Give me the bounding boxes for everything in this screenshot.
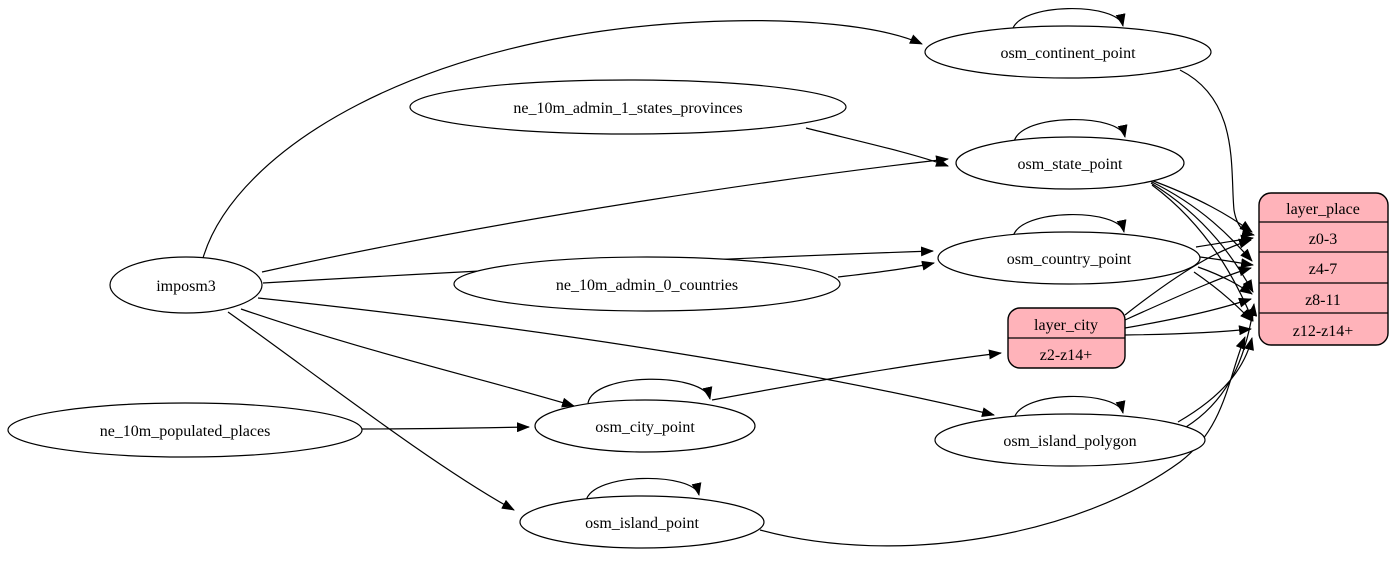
edge-imposm3-osm_city_point: [240, 308, 575, 408]
edge-ne_10m_admin_1_states_provinces-osm_state_point: [805, 127, 949, 167]
edge-osm_country_point-layer_place-z8-11: [1197, 266, 1253, 295]
node-osm_state_point: osm_state_point: [955, 136, 1185, 190]
edge-imposm3-osm_continent_point: [202, 20, 923, 259]
edge-osm_country_point-layer_place-z4-7: [1199, 256, 1254, 269]
node-layer_city: layer_city z2-z14+: [1007, 307, 1126, 369]
node-osm_island_polygon: osm_island_polygon: [934, 413, 1206, 467]
ne_10m_admin_0_countries-label: ne_10m_admin_0_countries: [556, 277, 738, 294]
loop-osm_country_point: [1012, 213, 1127, 238]
edge-imposm3-osm_state_point: [261, 155, 949, 273]
osm_continent_point-label: osm_continent_point: [1000, 45, 1136, 62]
node-osm_city_point: osm_city_point: [534, 399, 756, 453]
edge-layer_city-layer_place-z12-z14: [1124, 325, 1252, 336]
node-ne_10m_admin_0_countries: ne_10m_admin_0_countries: [453, 256, 841, 312]
node-ne_10m_populated_places: ne_10m_populated_places: [7, 402, 363, 458]
edge-ne_10m_admin_0_countries-osm_country_point: [837, 260, 935, 278]
osm_island_point-shape: [519, 495, 765, 549]
loop-osm_city_point: [587, 378, 713, 404]
edge-osm_state_point-layer_place-z0-3: [1147, 178, 1253, 233]
osm_continent_point-shape: [924, 25, 1212, 79]
edge-osm_island_polygon-layer_place-z12-z14: [1177, 337, 1254, 423]
node-ne_10m_admin_1_states_provinces: ne_10m_admin_1_states_provinces: [409, 79, 847, 135]
ne_10m_admin_1_states_provinces-label: ne_10m_admin_1_states_provinces: [513, 100, 742, 117]
layer_place-row-z8-11: z8-11: [1305, 292, 1341, 309]
loop-osm_continent_point: [1011, 7, 1126, 32]
edge-osm_state_point-layer_place-z4-7: [1149, 180, 1253, 262]
ne_10m_populated_places-label: ne_10m_populated_places: [100, 423, 271, 440]
osm_city_point-shape: [534, 399, 756, 453]
layer_city-title: layer_city: [1034, 317, 1098, 334]
edge-imposm3-osm_island_point: [227, 311, 515, 511]
osm_island_point-label: osm_island_point: [585, 515, 699, 532]
osm_city_point-label: osm_city_point: [595, 419, 695, 436]
edge-layer_city-layer_place-z4-7: [1124, 266, 1252, 321]
layer_city-row-z2-z14: z2-z14+: [1040, 347, 1093, 364]
node-layer_place: layer_place z0-3 z4-7 z8-11 z12-z14+: [1258, 192, 1389, 346]
imposm3-label: imposm3: [156, 278, 216, 295]
ne_10m_populated_places-shape: [7, 402, 363, 458]
edge-osm_country_point-layer_place-z12-z14: [1193, 271, 1253, 322]
layer_place-row-z4-7: z4-7: [1309, 261, 1337, 278]
edge-ne_10m_populated_places-osm_city_point: [361, 422, 530, 433]
node-osm_continent_point: osm_continent_point: [924, 25, 1212, 79]
edge-osm_island_point-layer_place-z12-z14: [759, 336, 1246, 547]
layer_place-row-z12-z14: z12-z14+: [1293, 323, 1354, 340]
osm_state_point-label: osm_state_point: [1018, 156, 1123, 173]
node-imposm3: imposm3: [109, 256, 263, 314]
edge-osm_state_point-layer_place-z8-11: [1150, 182, 1254, 293]
ne_10m_admin_0_countries-shape: [453, 256, 841, 312]
loop-osm_island_point: [585, 477, 702, 502]
edge-layer_city-layer_place-z8-11: [1124, 297, 1252, 329]
ne_10m_admin_1_states_provinces-shape: [409, 79, 847, 135]
osm_country_point-label: osm_country_point: [1007, 251, 1132, 268]
layer_place-row-z0-3: z0-3: [1309, 231, 1337, 248]
osm_state_point-shape: [955, 136, 1185, 190]
layer_place-shape: [1258, 192, 1389, 346]
edge-osm_country_point-layer_place-z0-3: [1195, 234, 1254, 248]
edges: [202, 7, 1258, 547]
edge-osm_island_polygon-layer_place-z8-11: [1185, 303, 1258, 428]
layer_place-title: layer_place: [1286, 201, 1360, 218]
loop-osm_state_point: [1013, 118, 1128, 143]
osm_island_polygon-label: osm_island_polygon: [1003, 433, 1136, 450]
osm_country_point-shape: [937, 231, 1201, 285]
node-osm_island_point: osm_island_point: [519, 495, 765, 549]
node-osm_country_point: osm_country_point: [937, 231, 1201, 285]
edge-osm_city_point-layer_city-z2-z14: [711, 349, 1002, 401]
edge-imposm3-osm_island_polygon: [257, 297, 995, 418]
osm_island_polygon-shape: [934, 413, 1206, 467]
edge-layer_city-layer_place-z0-3: [1124, 238, 1252, 316]
loop-osm_island_polygon: [1013, 395, 1126, 420]
imposm3-shape: [109, 256, 263, 314]
